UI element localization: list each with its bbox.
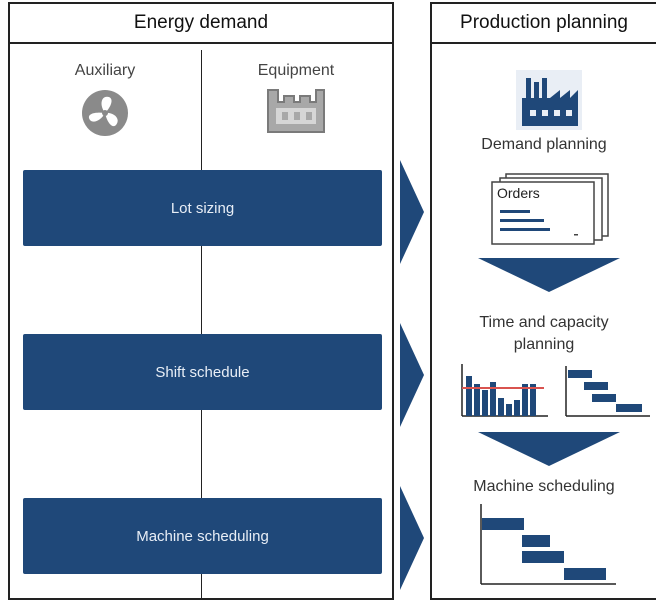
energy-demand-title: Energy demand xyxy=(10,4,392,44)
machine-scheduling-bar: Machine scheduling xyxy=(23,498,382,574)
arrow-machine-scheduling xyxy=(400,486,424,590)
shift-schedule-bar: Shift schedule xyxy=(23,334,382,410)
machine-scheduling-label: Machine scheduling xyxy=(473,478,615,495)
equipment-icon xyxy=(267,89,325,133)
demand-planning-label: Demand planning xyxy=(481,136,607,153)
down-arrow-1 xyxy=(478,258,620,292)
auxiliary-label: Auxiliary xyxy=(74,62,136,79)
machine-gantt-chart-icon xyxy=(480,504,616,585)
arrow-shift-schedule xyxy=(400,323,424,427)
equipment-label: Equipment xyxy=(257,62,335,79)
lot-sizing-bar: Lot sizing xyxy=(23,170,382,246)
column-divider xyxy=(201,50,202,600)
factory-icon xyxy=(516,70,582,130)
production-planning-panel: Production planning xyxy=(430,2,656,600)
arrow-lot-sizing xyxy=(400,160,424,264)
orders-documents-icon xyxy=(491,173,609,245)
down-arrow-2 xyxy=(478,432,620,466)
gantt-chart-icon xyxy=(565,366,650,417)
fan-icon xyxy=(82,90,128,136)
orders-label: Orders xyxy=(497,185,540,201)
production-planning-title: Production planning xyxy=(432,4,656,44)
time-capacity-label: Time and capacity planning xyxy=(479,314,609,353)
bar-chart-icon xyxy=(461,364,548,417)
